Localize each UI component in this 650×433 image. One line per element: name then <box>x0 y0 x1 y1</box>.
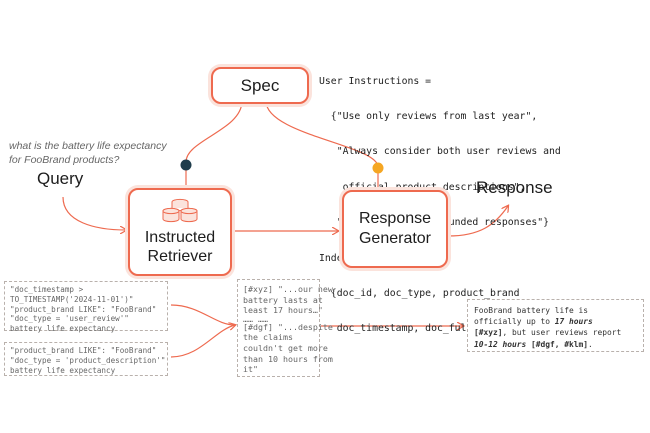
instructions-line: User Instructions = <box>319 75 432 87</box>
grounded-answer-box: FooBrand battery life is officially up t… <box>467 299 644 352</box>
doc-xyz-line: battery lasts at <box>243 294 323 305</box>
instructions-line: {doc_id, doc_type, product_brand <box>319 287 520 299</box>
filter1-line: "product_brand LIKE": "FooBrand" <box>10 304 157 314</box>
spec-label: Spec <box>240 75 280 95</box>
filter1-line: "doc_type = 'user_review'" <box>10 314 129 324</box>
instructions-line: {"Use only reviews from last year", <box>319 110 538 122</box>
retriever-label-1: Instructed <box>144 229 216 246</box>
instructed-retriever-node: Instructed Retriever <box>128 188 232 276</box>
filter-query-box-2: "product_brand LIKE": "FooBrand" "doc_ty… <box>4 342 168 376</box>
doc-dgf-line: it" <box>243 364 258 375</box>
user-question: what is the battery life expectancy for … <box>9 139 167 167</box>
filter2-to-docs-edge <box>170 325 235 358</box>
generator-label-1: Response <box>358 210 432 227</box>
spec-generator-dot <box>372 162 384 174</box>
doc-dgf-line: [#dgf] "...despite <box>243 321 333 332</box>
answer-review-hours: 10-12 hours <box>474 339 527 349</box>
doc-dgf-line: the claims <box>243 332 293 343</box>
spec-to-generator-edge <box>265 100 379 168</box>
doc-dgf-line: couldn't get more <box>243 342 328 353</box>
retriever-label-2: Retriever <box>147 248 213 265</box>
filter1-line: battery life expectancy <box>10 324 116 334</box>
response-label: Response <box>476 178 553 197</box>
filter2-line: "doc_type = 'product_description'" <box>10 355 166 365</box>
question-line-2: for FooBrand products? <box>9 154 120 166</box>
filter-query-box-1: "doc_timestamp > TO_TIMESTAMP('2024-11-0… <box>4 281 168 334</box>
spec-to-retriever-edge <box>185 100 243 163</box>
query-label: Query <box>37 169 84 188</box>
retrieved-docs-box: [#xyz] "...our new battery lasts at leas… <box>237 279 333 377</box>
answer-text: FooBrand battery life is <box>474 306 589 315</box>
generator-label-2: Generator <box>358 230 432 247</box>
answer-citation-xyz: [#xyz] <box>474 328 503 338</box>
answer-text: officially up to <box>474 317 555 327</box>
doc-xyz-line: least 17 hours…" <box>243 305 323 316</box>
doc-dgf-line: than 10 hours from <box>243 353 333 364</box>
answer-text: . <box>588 339 593 349</box>
doc-xyz-line: [#xyz] "...our new <box>243 284 333 294</box>
query-to-retriever-edge <box>62 196 126 230</box>
filter2-line: battery life expectancy <box>10 365 116 375</box>
filter1-line: TO_TIMESTAMP('2024-11-01')" <box>10 294 134 304</box>
filter2-line: "product_brand LIKE": "FooBrand" <box>10 346 157 355</box>
doc-separator: …… …… <box>243 313 268 324</box>
spec-retriever-dot <box>180 159 192 171</box>
spec-node: Spec <box>211 67 309 104</box>
instructions-block: User Instructions = {"Use only reviews f… <box>319 52 561 347</box>
answer-official-hours: 17 hours <box>554 317 593 327</box>
question-line-1: what is the battery life expectancy <box>9 140 167 152</box>
answer-citation-dgf: [#dgf, #klm] <box>531 339 589 349</box>
response-generator-node: Response Generator <box>342 190 448 268</box>
instructions-line: official product descriptions", <box>319 181 526 193</box>
filter1-to-docs-edge <box>170 304 236 326</box>
answer-text: , but user reviews report <box>502 328 622 338</box>
database-icon <box>162 198 198 223</box>
filter1-line: "doc_timestamp > <box>10 285 84 294</box>
instructions-line: doc_timestamp, doc_fulltext} <box>319 323 502 335</box>
generator-to-response-arrow <box>447 206 508 237</box>
instructions-line: "Always consider both user reviews and <box>319 146 561 158</box>
